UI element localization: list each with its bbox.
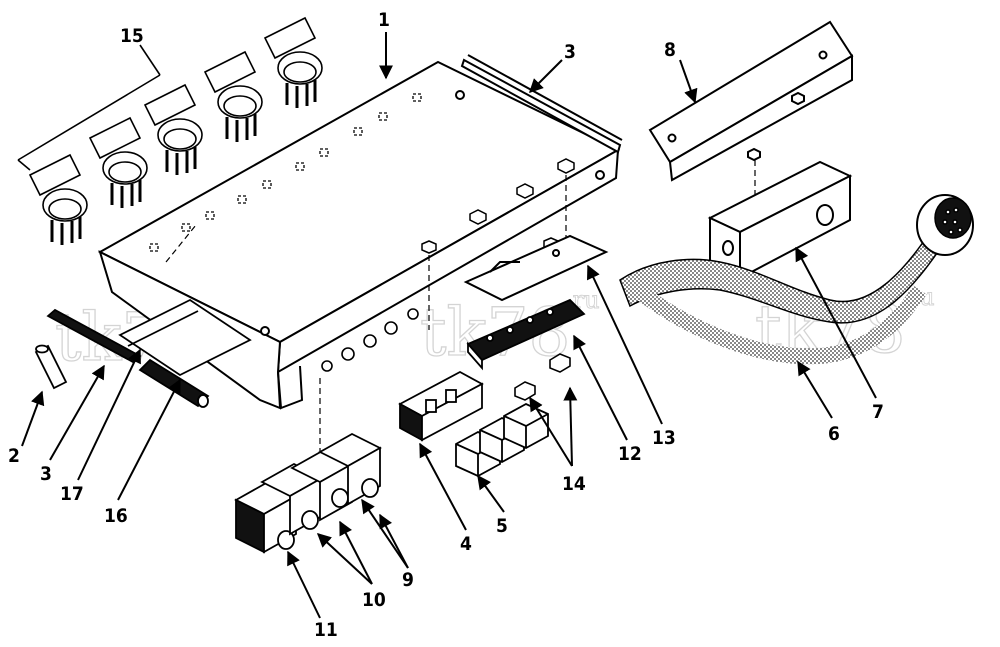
leader-arrows xyxy=(21,32,877,619)
panel-bracket xyxy=(97,60,621,470)
callout-15: 15 xyxy=(120,25,144,47)
rotary-switches xyxy=(28,16,323,245)
callout-3: 3 xyxy=(40,463,52,485)
relays xyxy=(455,402,549,478)
callout-14: 14 xyxy=(562,473,586,495)
terminal-block xyxy=(466,298,586,371)
push-switches xyxy=(234,432,382,554)
callout-12: 12 xyxy=(618,443,642,465)
callout-1: 1 xyxy=(378,9,390,31)
callout-13: 13 xyxy=(652,427,676,449)
callout-6: 6 xyxy=(828,423,840,445)
relay-bracket xyxy=(463,234,609,302)
clips xyxy=(514,353,571,401)
wiring-harness xyxy=(619,194,974,365)
callout-labels: 1 2 3 3 4 5 6 7 8 9 10 11 12 13 14 15 16… xyxy=(8,9,884,641)
callout-8: 8 xyxy=(664,39,676,61)
callout-10: 10 xyxy=(362,589,386,611)
callout-3: 3 xyxy=(564,41,576,63)
callout-7: 7 xyxy=(872,401,884,423)
callout-2: 2 xyxy=(8,445,20,467)
callout-9: 9 xyxy=(402,569,414,591)
callout-11: 11 xyxy=(314,619,338,641)
relay-sockets xyxy=(398,370,484,442)
edge-strip xyxy=(460,54,623,154)
connector-bracket xyxy=(707,160,853,280)
callout-5: 5 xyxy=(496,515,508,537)
callout-17: 17 xyxy=(60,483,84,505)
leader-15 xyxy=(17,44,161,171)
callout-4: 4 xyxy=(460,533,472,555)
callout-16: 16 xyxy=(104,505,128,527)
